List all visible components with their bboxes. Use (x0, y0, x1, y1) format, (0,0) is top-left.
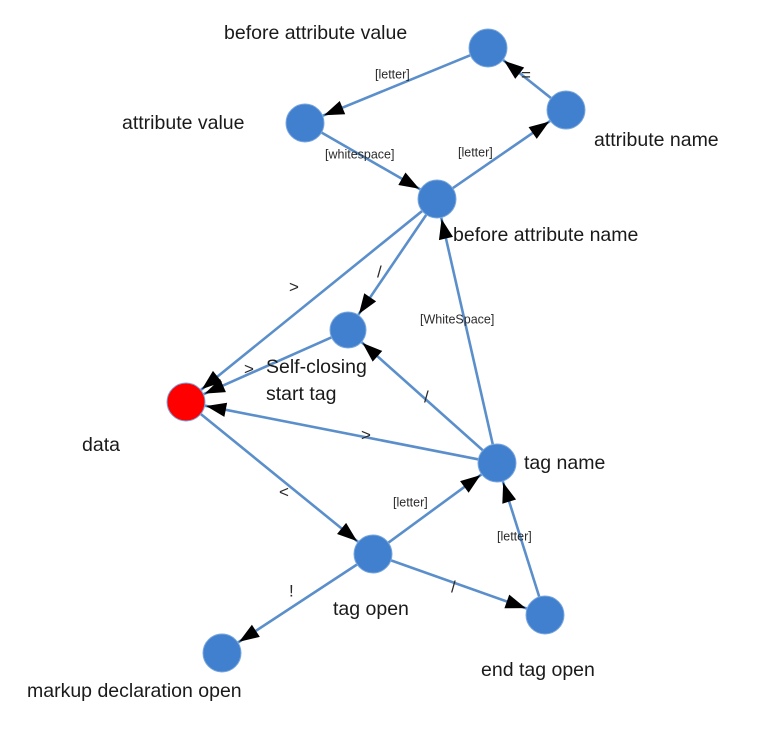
edge-arrowhead (358, 293, 377, 314)
edge-arrowhead (362, 342, 383, 362)
edge-line (201, 335, 333, 396)
state-node-data[interactable] (166, 382, 206, 422)
edge-arrowhead (398, 172, 420, 189)
edge-label-e9: / (424, 387, 429, 406)
edge-label-e10: > (361, 425, 371, 444)
edge-arrowhead (239, 624, 260, 642)
edge-label-e4: [whitespace] (325, 147, 394, 161)
edge-arrowhead (504, 594, 526, 609)
node-label-before-attribute-name: before attribute name (453, 224, 638, 246)
edge-label-e11: < (279, 482, 289, 501)
node-label-tag-open: tag open (333, 598, 409, 620)
edge-arrowhead (528, 121, 550, 139)
edge-labels-layer: [letter] = [letter] [whitespace] > / [WhiteSpa… (244, 65, 532, 600)
edge-line (203, 404, 480, 461)
node-label-before-attribute-value: before attribute value (224, 22, 407, 44)
edge-label-e3: [letter] (375, 67, 410, 81)
edge-line (199, 412, 360, 544)
edge-arrowhead (323, 100, 346, 116)
edge-arrowhead (460, 475, 481, 493)
edge-arrowhead (206, 402, 228, 417)
state-node-before-attribute-name[interactable] (417, 179, 457, 219)
edge-arrowhead (201, 370, 223, 390)
state-node-markup-declaration-open[interactable] (202, 633, 242, 673)
arrowheads-layer (201, 60, 550, 642)
edge-label-e2: = (521, 65, 531, 84)
state-node-self-closing-start-tag[interactable] (329, 311, 367, 349)
edge-line (439, 216, 495, 446)
state-node-tag-open[interactable] (353, 534, 393, 574)
state-node-attribute-value[interactable] (285, 103, 325, 143)
nodes-layer (166, 28, 586, 673)
edge-line (236, 562, 359, 645)
edge-line (389, 558, 529, 611)
edge-label-e1: [letter] (458, 145, 493, 159)
node-label-attribute-name: attribute name (594, 129, 719, 151)
edge-label-e8: > (244, 359, 254, 378)
node-label-data: data (82, 434, 120, 456)
edge-arrowhead (204, 378, 226, 394)
state-node-before-attribute-value[interactable] (468, 28, 508, 68)
state-node-end-tag-open[interactable] (525, 595, 565, 635)
edge-arrowhead (438, 218, 453, 241)
edge-label-e14: / (451, 577, 456, 596)
edge-label-e6: / (377, 262, 382, 281)
edge-label-e13: [letter] (497, 529, 532, 543)
node-labels-layer: before attribute value attribute name attr… (27, 22, 719, 702)
edge-label-e5: > (289, 277, 299, 296)
node-label-attribute-value: attribute value (122, 112, 245, 134)
node-label-end-tag-open: end tag open (481, 659, 595, 681)
edge-line (359, 340, 485, 452)
edge-line (199, 209, 424, 392)
node-label-markup-declaration-open: markup declaration open (27, 680, 242, 702)
edge-label-e7: [WhiteSpace] (420, 312, 494, 326)
edge-arrowhead (504, 60, 525, 79)
edge-arrowhead (337, 522, 358, 542)
edge-line (321, 53, 472, 118)
edge-label-e15: ! (289, 581, 294, 600)
state-node-attribute-name[interactable] (546, 90, 586, 130)
node-label-tag-name: tag name (524, 452, 605, 474)
state-node-tag-name[interactable] (477, 443, 517, 483)
edge-arrowhead (502, 482, 517, 504)
edge-label-e12: [letter] (393, 495, 428, 509)
